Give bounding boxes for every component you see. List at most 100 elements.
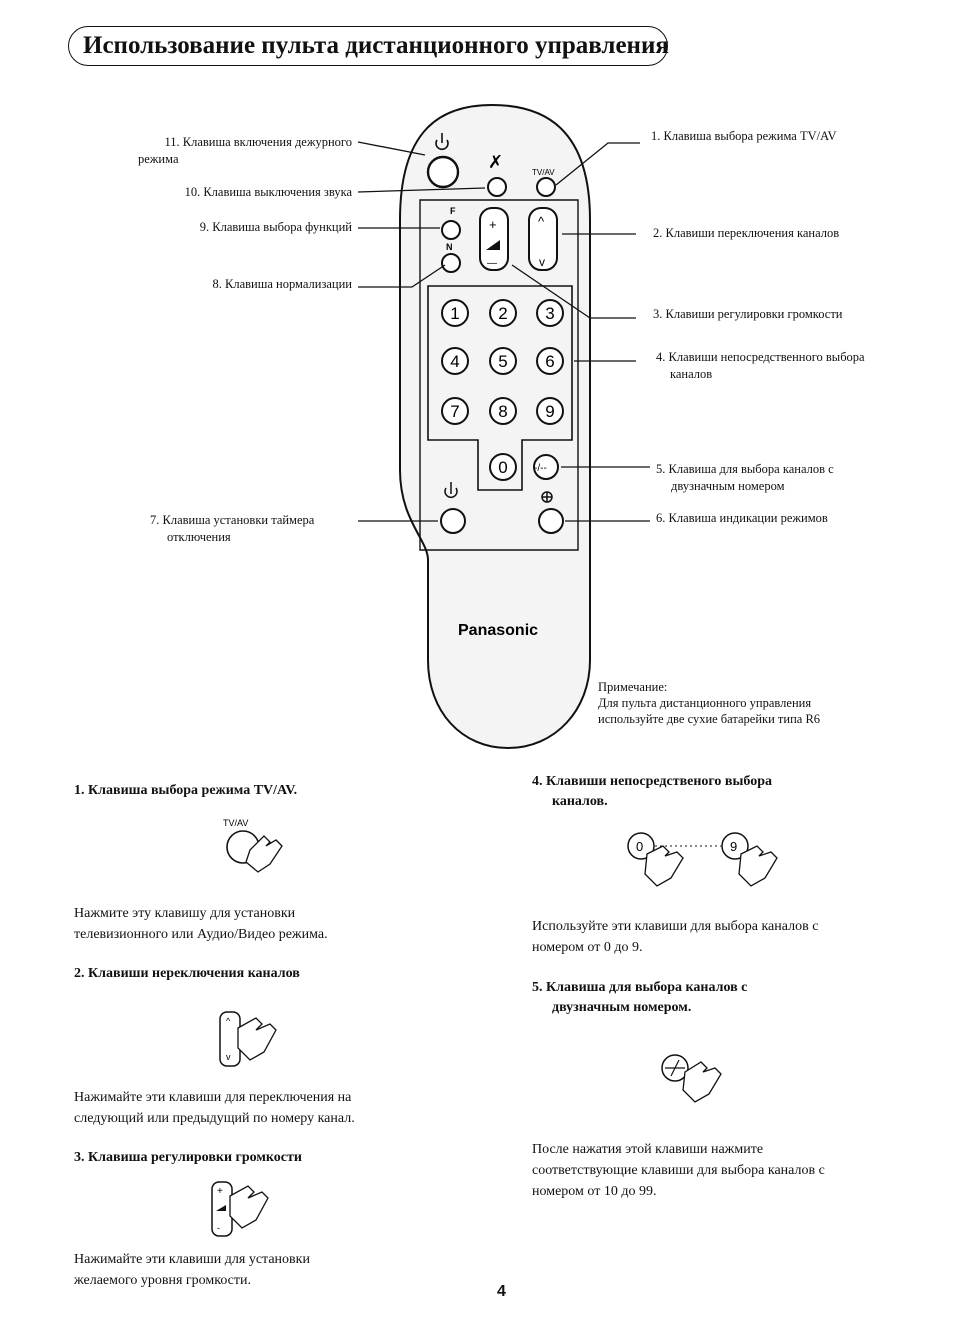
hand-pointer-icon [682,1061,722,1103]
hand-pointer-icon [644,845,684,887]
keypad-outline [427,285,573,491]
display-button[interactable] [538,491,564,534]
digit-0-icon [627,832,655,860]
callout-3: 3. Клавиши регулировки громкости [653,307,843,321]
section-2-heading: 2. Клавиши нереключения каналов [74,966,300,981]
callout-10: 10. Клавиша выключения звука [184,185,352,199]
callout-8: 8. Клавиша нормализации [212,277,352,291]
digit-key-3[interactable]: 3 [536,299,564,327]
hand-pointer-icon [237,1017,277,1061]
digit-key-label: 8 [498,402,507,421]
digit-keys[interactable]: 1 2 3 4 5 6 7 8 9 0 [441,299,564,481]
battery-note: Примечание: Для пульта дистанционного уп… [598,679,898,727]
svg-text:+: + [489,217,497,232]
svg-text:—: — [487,258,497,269]
remote-diagram: ✗ TV/AV F N + — ^ v 1 2 3 4 5 6 7 8 9 0 -/-- [357,103,650,750]
section-3-text-line1: Нажимайте эти клавиши для установки [74,1252,310,1267]
callout-2: 2. Клавиши переключения каналов [653,226,840,240]
section-5-heading-line2: двузначным номером. [552,1000,692,1015]
digit-key-2[interactable]: 2 [489,299,517,327]
digit-key-label: 6 [545,352,554,371]
section-5-text: После нажатия этой клавиши нажмите соотв… [532,1139,932,1202]
svg-text:-/--: -/-- [534,463,547,474]
digit-key-7[interactable]: 7 [441,397,469,425]
digit-key-0[interactable]: 0 [489,453,517,481]
standby-button[interactable] [426,133,460,189]
section-5-text-line2: соответствующие клавиши для выбора канал… [532,1163,825,1178]
section-1-heading: 1. Клавиша выбора режима TV/AV. [74,783,298,798]
svg-text:F: F [450,206,456,216]
callout-4: 4. Клавиши непосредственного выбора кана… [656,349,936,383]
digit-key-label: 7 [450,402,459,421]
section-4-heading: 4. Клавиши непосредственого выбора канал… [532,772,892,812]
digit-key-label: 9 [545,402,554,421]
svg-text:0: 0 [636,839,643,854]
tvav-label: TV/AV [532,168,555,177]
section-5-illustration [661,1054,722,1103]
hand-pointer-icon [738,845,778,887]
section-4-illustration: 0 9 [627,832,778,887]
callout-4-line2: каналов [670,367,713,381]
callout-lines [357,141,650,522]
brand-logo: Panasonic [458,622,538,639]
hand-pointer-icon [229,1185,269,1229]
svg-text:v: v [539,255,545,269]
section-3-text-line2: желаемого уровня громкости. [74,1273,252,1288]
mute-button[interactable]: ✗ [487,152,507,197]
digit-key-label: 0 [498,458,507,477]
section-5-heading: 5. Клавиша для выбора каналов с двузначн… [532,978,892,1018]
digit-key-8[interactable]: 8 [489,397,517,425]
section-1-text: Нажмите эту клавишу для установки телеви… [74,903,494,945]
section-5-heading-line1: 5. Клавиша для выбора каналов с [532,980,748,995]
hand-pointer-icon [245,835,283,873]
section-5-text-line1: После нажатия этой клавиши нажмите [532,1142,764,1157]
remote-panel-outline [419,199,579,551]
svg-text:^: ^ [226,1016,231,1026]
digit-key-label: 2 [498,304,507,323]
digit-key-label: 4 [450,352,459,371]
section-4-heading-line2: каналов. [552,794,608,809]
callout-6: 6. Клавиша индикации режимов [656,511,828,525]
callout-9: 9. Клавиша выбора функций [199,220,352,234]
section-4-heading-line1: 4. Клавиши непосредственого выбора [532,774,773,789]
svg-text:9: 9 [730,839,737,854]
section-3-text: Нажимайте эти клавиши для установки жела… [74,1249,494,1291]
digit-key-label: 3 [545,304,554,323]
tvav-button[interactable]: TV/AV [532,168,556,197]
section-4-text-line1: Используйте эти клавиши для выбора канал… [532,919,819,934]
digit-key-1[interactable]: 1 [441,299,469,327]
digit-key-9[interactable]: 9 [536,397,564,425]
two-digit-button[interactable]: -/-- [533,454,559,480]
callout-1: 1. Клавиша выбора режима TV/AV [651,129,837,143]
callout-7: 7. Клавиша установки таймера отключения [150,512,360,546]
normalize-button[interactable]: N [441,242,461,273]
digit-key-4[interactable]: 4 [441,347,469,375]
callout-4-line1: 4. Клавиши непосредственного выбора [656,350,865,364]
channel-rocker[interactable]: ^ v [528,207,558,271]
section-4-text: Используйте эти клавиши для выбора канал… [532,916,932,958]
callout-7-line2: отключения [167,530,231,544]
callout-5-line2: двузначным номером [671,479,785,493]
digit-key-5[interactable]: 5 [489,347,517,375]
svg-text:-: - [217,1223,220,1233]
section-1-text-line1: Нажмите эту клавишу для установки [74,906,296,921]
svg-text:N: N [446,242,453,252]
tvav-icon-label: TV/AV [223,818,248,828]
volume-rocker[interactable]: + — [479,207,509,271]
callout-11-line2: режима [138,152,179,166]
section-3-illustration: + - [211,1181,269,1237]
page-title: Использование пульта дистанционного упра… [68,26,669,66]
sleep-timer-button[interactable] [440,482,466,534]
page-number: 4 [497,1283,506,1300]
section-2-illustration: ^ v [219,1011,277,1067]
digit-key-label: 5 [498,352,507,371]
digit-key-6[interactable]: 6 [536,347,564,375]
function-button[interactable]: F [441,206,461,240]
callout-11: 11. Клавиша включения дежурного режима [90,134,352,168]
digit-key-label: 1 [450,304,459,323]
section-5-text-line3: номером от 10 до 99. [532,1184,657,1199]
section-2-text: Нажимайте эти клавиши для переключения н… [74,1087,494,1129]
note-heading: Примечание: [598,680,668,694]
note-line2: используйте две сухие батарейки типа R6 [598,712,821,726]
section-1-illustration: TV/AV [223,818,283,873]
